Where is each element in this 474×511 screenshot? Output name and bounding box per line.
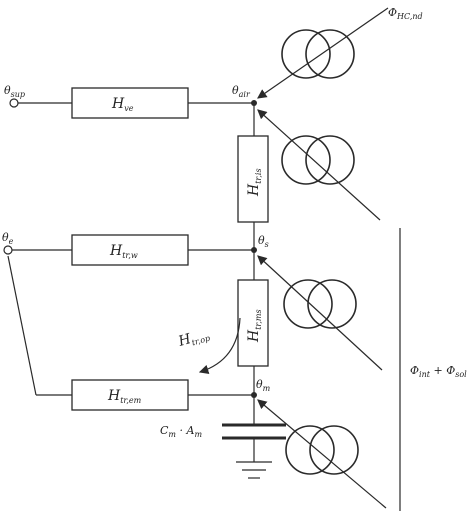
theta-m-node (251, 392, 257, 398)
current-source-4 (285, 425, 359, 475)
theta-air-label: θair (232, 84, 251, 99)
phi-m-arrow (257, 399, 387, 509)
h-tr-ms-label: Htr,ms (246, 309, 263, 343)
capacitor-symbol (222, 423, 286, 479)
theta-e-label: θe (2, 231, 14, 246)
h-tr-op-arrow (198, 317, 241, 375)
phi-int-sol-label-full: Φint + Φsol (410, 364, 467, 379)
theta-e-terminal (3, 245, 13, 255)
h-tr-is-resistor (237, 135, 269, 223)
h-tr-ms-resistor (237, 279, 269, 367)
h-ve-label: Hve (111, 96, 134, 113)
theta-s-node (251, 247, 257, 253)
current-source-1 (281, 29, 355, 79)
h-tr-w-resistor (71, 234, 189, 266)
phi-hc-arrow (257, 7, 389, 99)
h-tr-op-label: Htr,op (176, 326, 211, 351)
h-tr-em-label: Htr,em (107, 388, 142, 405)
h-ve-resistor (71, 87, 189, 119)
h-tr-is-label: Htr,is (246, 168, 263, 197)
capacitance-label: Cm · Am (160, 424, 202, 439)
phi-air-arrow (257, 109, 381, 221)
phi-s-arrow (257, 255, 383, 371)
h-tr-em-resistor (71, 379, 189, 411)
current-source-3 (283, 279, 357, 329)
theta-sup-label: θsup (4, 84, 25, 99)
theta-m-label: θm (256, 378, 271, 393)
phi-hc-nd-label: ΦHC,nd (388, 6, 423, 21)
theta-air-node (251, 100, 257, 106)
theta-s-label: θs (258, 234, 269, 249)
wires (7, 102, 401, 511)
current-source-2 (281, 135, 355, 185)
h-tr-w-label: Htr,w (109, 243, 138, 260)
theta-sup-terminal (9, 98, 19, 108)
